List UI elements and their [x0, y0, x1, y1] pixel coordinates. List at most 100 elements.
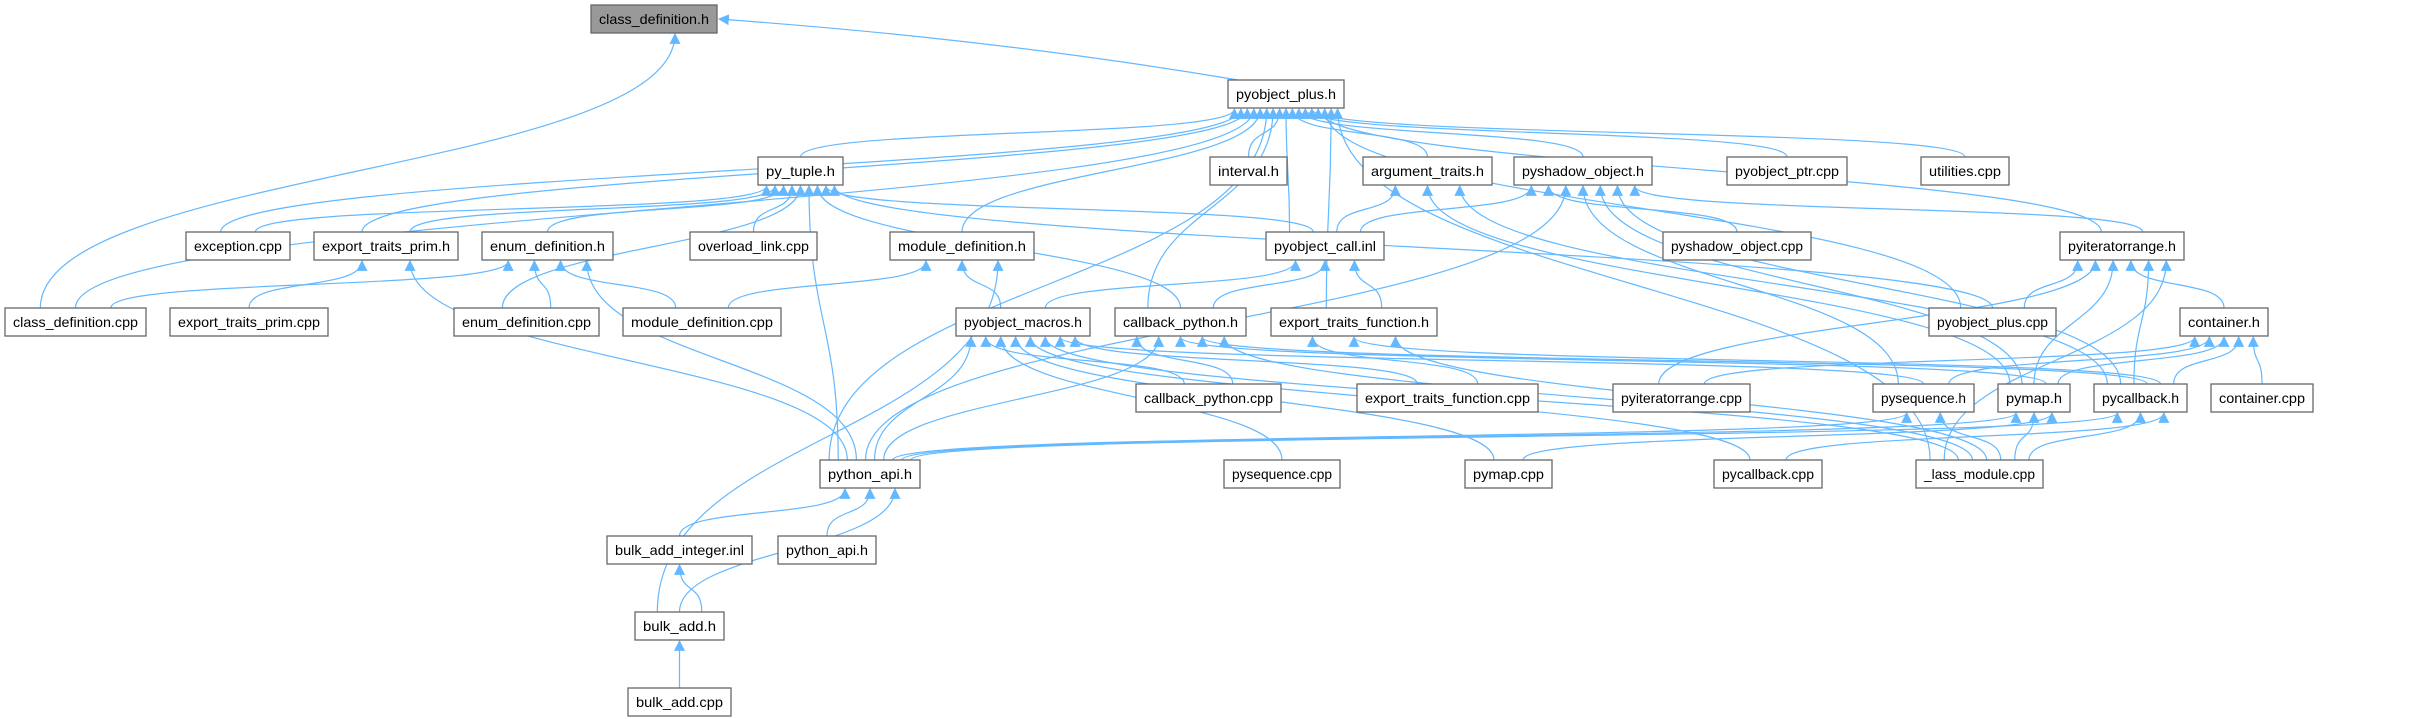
- node-box[interactable]: [1362, 156, 1493, 186]
- node-box[interactable]: [1114, 307, 1247, 337]
- node-cpc[interactable]: callback_python.cpp: [1135, 383, 1282, 413]
- node-box[interactable]: [1612, 383, 1751, 413]
- edge-cdc-to-cdh: [39, 32, 681, 309]
- node-pph[interactable]: pyobject_plus.h: [1227, 79, 1345, 109]
- node-box[interactable]: [1265, 231, 1385, 261]
- node-pir[interactable]: pyiteratorrange.h: [2059, 231, 2185, 261]
- node-box[interactable]: [955, 307, 1091, 337]
- node-pt[interactable]: py_tuple.h: [757, 156, 844, 186]
- node-pirc[interactable]: pyiteratorrange.cpp: [1612, 383, 1751, 413]
- node-mdh[interactable]: module_definition.h: [889, 231, 1035, 261]
- node-etpc[interactable]: export_traits_prim.cpp: [169, 307, 329, 337]
- edge-pa-to-pm: [901, 411, 2022, 461]
- node-bai[interactable]: bulk_add_integer.inl: [606, 535, 753, 565]
- node-box[interactable]: [1726, 156, 1848, 186]
- node-pmh[interactable]: pyobject_macros.h: [955, 307, 1091, 337]
- node-box[interactable]: [313, 231, 459, 261]
- node-pcb[interactable]: pycallback.h: [2093, 383, 2188, 413]
- node-pa2[interactable]: python_api.h: [777, 535, 877, 565]
- node-box[interactable]: [4, 307, 147, 337]
- node-pmc[interactable]: pymap.cpp: [1464, 459, 1553, 489]
- node-box[interactable]: [757, 156, 844, 186]
- node-box[interactable]: [889, 231, 1035, 261]
- node-box[interactable]: [1920, 156, 2010, 186]
- node-box[interactable]: [689, 231, 818, 261]
- node-box[interactable]: [634, 611, 725, 641]
- node-box[interactable]: [1270, 307, 1438, 337]
- node-box[interactable]: [1227, 79, 1345, 109]
- node-etph[interactable]: export_traits_prim.h: [313, 231, 459, 261]
- node-box[interactable]: [1223, 459, 1341, 489]
- node-bac[interactable]: bulk_add.cpp: [627, 687, 732, 717]
- node-bah[interactable]: bulk_add.h: [634, 611, 725, 641]
- node-box[interactable]: [819, 459, 921, 489]
- node-box[interactable]: [777, 535, 877, 565]
- node-pa[interactable]: python_api.h: [819, 459, 921, 489]
- node-box[interactable]: [169, 307, 329, 337]
- node-psqc[interactable]: pysequence.cpp: [1223, 459, 1341, 489]
- node-at[interactable]: argument_traits.h: [1362, 156, 1493, 186]
- node-box[interactable]: [481, 231, 614, 261]
- node-box[interactable]: [590, 4, 718, 34]
- node-label: module_definition.cpp: [631, 314, 773, 330]
- node-ppcpp[interactable]: pyobject_plus.cpp: [1928, 307, 2057, 337]
- node-box[interactable]: [627, 687, 732, 717]
- node-box[interactable]: [1135, 383, 1282, 413]
- node-box[interactable]: [606, 535, 753, 565]
- node-int[interactable]: interval.h: [1209, 156, 1288, 186]
- node-box[interactable]: [453, 307, 600, 337]
- node-pcbc[interactable]: pycallback.cpp: [1713, 459, 1823, 489]
- node-label: exception.cpp: [194, 238, 282, 254]
- node-box[interactable]: [1209, 156, 1288, 186]
- edge-edh-to-pt: [546, 184, 789, 233]
- node-psq[interactable]: pysequence.h: [1872, 383, 1975, 413]
- node-box[interactable]: [1513, 156, 1653, 186]
- node-box[interactable]: [1928, 307, 2057, 337]
- node-box[interactable]: [1662, 231, 1812, 261]
- node-box[interactable]: [1356, 383, 1539, 413]
- node-psh[interactable]: pyshadow_object.h: [1513, 156, 1653, 186]
- node-ut[interactable]: utilities.cpp: [1920, 156, 2010, 186]
- node-box[interactable]: [1713, 459, 1823, 489]
- node-label: overload_link.cpp: [698, 238, 809, 254]
- node-edc[interactable]: enum_definition.cpp: [453, 307, 600, 337]
- node-label: class_definition.cpp: [13, 314, 138, 330]
- node-box[interactable]: [2210, 383, 2314, 413]
- node-cdc[interactable]: class_definition.cpp: [4, 307, 147, 337]
- node-box[interactable]: [2093, 383, 2188, 413]
- edge-cph-to-pci: [1212, 259, 1331, 309]
- node-box[interactable]: [1915, 459, 2044, 489]
- node-ol[interactable]: overload_link.cpp: [689, 231, 818, 261]
- node-pci[interactable]: pyobject_call.inl: [1265, 231, 1385, 261]
- node-box[interactable]: [185, 231, 291, 261]
- node-box[interactable]: [1872, 383, 1975, 413]
- edge-edc-to-pt: [501, 184, 806, 309]
- node-lm[interactable]: _lass_module.cpp: [1915, 459, 2044, 489]
- node-edh[interactable]: enum_definition.h: [481, 231, 614, 261]
- edge-cph-to-pph: [1147, 107, 1279, 309]
- edge-psq-to-psh: [1577, 184, 1899, 385]
- node-pshc[interactable]: pyshadow_object.cpp: [1662, 231, 1812, 261]
- node-pm[interactable]: pymap.h: [1997, 383, 2071, 413]
- node-cc[interactable]: container.cpp: [2210, 383, 2314, 413]
- node-exc[interactable]: exception.cpp: [185, 231, 291, 261]
- node-label: export_traits_prim.h: [322, 238, 450, 254]
- node-ch[interactable]: container.h: [2179, 307, 2269, 337]
- node-cph[interactable]: callback_python.h: [1114, 307, 1247, 337]
- edge-pcb-to-etfh: [1348, 335, 2161, 385]
- node-label: interval.h: [1218, 163, 1279, 179]
- node-ppc[interactable]: pyobject_ptr.cpp: [1726, 156, 1848, 186]
- node-etfh[interactable]: export_traits_function.h: [1270, 307, 1438, 337]
- node-box[interactable]: [2059, 231, 2185, 261]
- edge-bah-to-bai: [674, 563, 703, 613]
- node-etfc[interactable]: export_traits_function.cpp: [1356, 383, 1539, 413]
- node-box[interactable]: [1997, 383, 2071, 413]
- node-box[interactable]: [622, 307, 782, 337]
- node-box[interactable]: [2179, 307, 2269, 337]
- edge-pm-to-pir: [2033, 259, 2119, 385]
- node-cdh[interactable]: class_definition.h: [590, 4, 718, 34]
- node-mdc[interactable]: module_definition.cpp: [622, 307, 782, 337]
- node-label: callback_python.cpp: [1144, 390, 1273, 406]
- node-box[interactable]: [1464, 459, 1553, 489]
- node-label: module_definition.h: [898, 238, 1026, 254]
